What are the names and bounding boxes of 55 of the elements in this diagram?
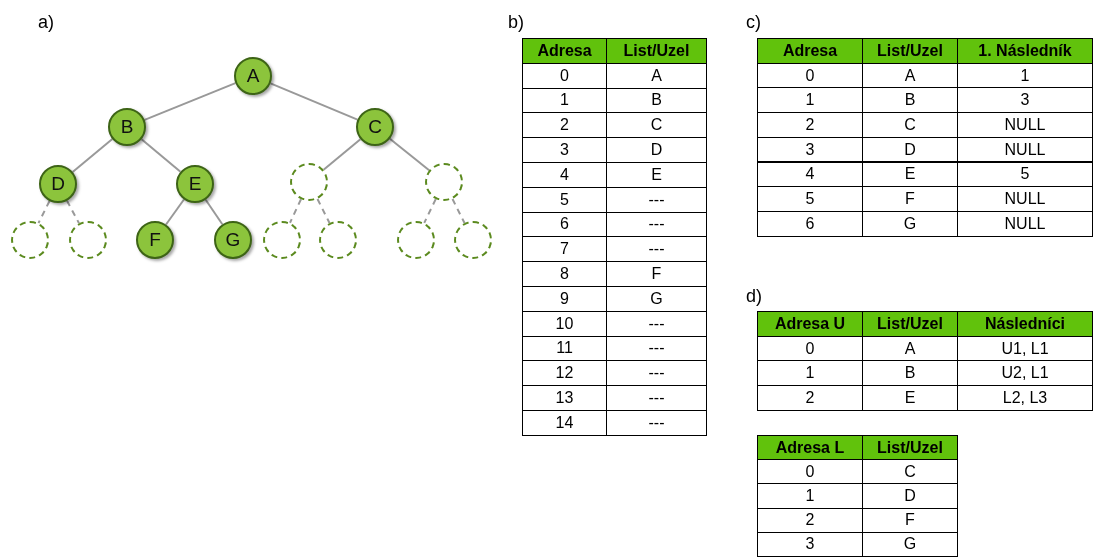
- table-cell: L2, L3: [957, 385, 1093, 411]
- empty-circle: [319, 221, 357, 259]
- empty-circle: [11, 221, 49, 259]
- tree-edge: [316, 198, 331, 224]
- empty-circle: [397, 221, 435, 259]
- panel-letter: a): [38, 12, 54, 33]
- table-cell: 5: [957, 161, 1093, 188]
- tree-edge: [322, 138, 362, 171]
- tree-edge: [143, 82, 237, 121]
- panel-letter: c): [746, 12, 761, 33]
- tree-edge: [71, 138, 114, 173]
- table-header-cell: List/Uzel: [606, 38, 707, 64]
- panel-letter: d): [746, 286, 762, 307]
- tree-edge: [289, 198, 302, 224]
- empty-circle: [69, 221, 107, 259]
- tree-edge: [451, 198, 466, 224]
- tree-edge: [37, 200, 51, 224]
- tree-edge: [140, 138, 182, 173]
- tree-node: B: [108, 108, 146, 146]
- tree-node: D: [39, 165, 77, 203]
- table-header-cell: List/Uzel: [862, 435, 958, 461]
- tree-node: C: [356, 108, 394, 146]
- tree-edge: [65, 199, 81, 225]
- table-header-cell: 1. Následník: [957, 38, 1093, 64]
- panel-letter: b): [508, 12, 524, 33]
- table-cell: 14: [522, 410, 607, 436]
- empty-circle: [263, 221, 301, 259]
- table-cell: NULL: [957, 210, 1093, 237]
- table-cell: 4: [757, 161, 863, 188]
- table-cell: ---: [606, 410, 707, 436]
- empty-circle: [425, 163, 463, 201]
- table-cell: 2: [757, 385, 863, 411]
- table-cell: G: [862, 531, 958, 557]
- empty-circle: [290, 163, 328, 201]
- tree-edge: [388, 137, 431, 172]
- table-header-cell: List/Uzel: [862, 38, 958, 64]
- table-cell: 3: [757, 531, 863, 557]
- tree-node: F: [136, 221, 174, 259]
- tree-node: A: [234, 57, 272, 95]
- table-header-cell: Následníci: [957, 311, 1093, 337]
- table-cell: NULL: [957, 136, 1093, 163]
- table-header-cell: List/Uzel: [862, 311, 958, 337]
- tree-edge: [269, 82, 359, 121]
- tree-node: G: [214, 221, 252, 259]
- tree-edge: [204, 198, 224, 226]
- table-header-cell: Adresa L: [757, 435, 863, 461]
- table-header-cell: Adresa: [757, 38, 863, 64]
- tree-node: E: [176, 165, 214, 203]
- empty-circle: [454, 221, 492, 259]
- table-header-cell: Adresa U: [757, 311, 863, 337]
- table-cell: 3: [757, 136, 863, 163]
- table-cell: 6: [757, 210, 863, 237]
- table-header-cell: Adresa: [522, 38, 607, 64]
- tree-edge: [165, 198, 185, 226]
- tree-edge: [423, 198, 437, 224]
